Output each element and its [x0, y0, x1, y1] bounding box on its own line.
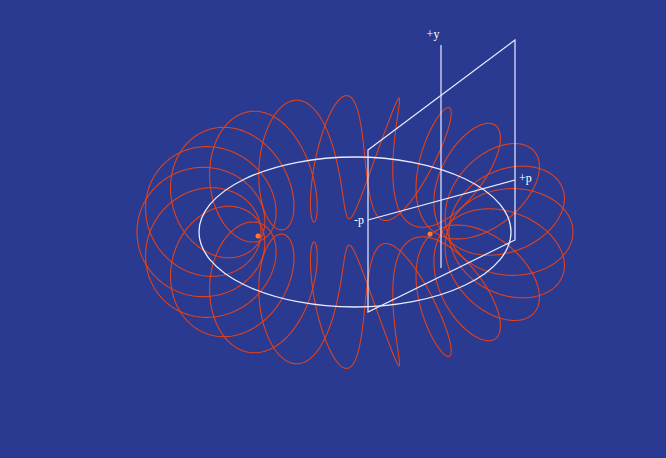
- crossing-point: [256, 234, 261, 239]
- axis-label: +y: [427, 28, 440, 40]
- plane-outline: [368, 40, 515, 312]
- axis-label: -p: [354, 214, 364, 226]
- field-line: [146, 96, 573, 369]
- field-line: [137, 98, 564, 366]
- crossing-point: [428, 232, 433, 237]
- cross-section-plane: [368, 40, 515, 312]
- y-axis: [440, 45, 441, 268]
- magnetic-axis: [199, 157, 511, 307]
- axis-label: +p: [519, 172, 532, 184]
- field-lines: [137, 96, 573, 369]
